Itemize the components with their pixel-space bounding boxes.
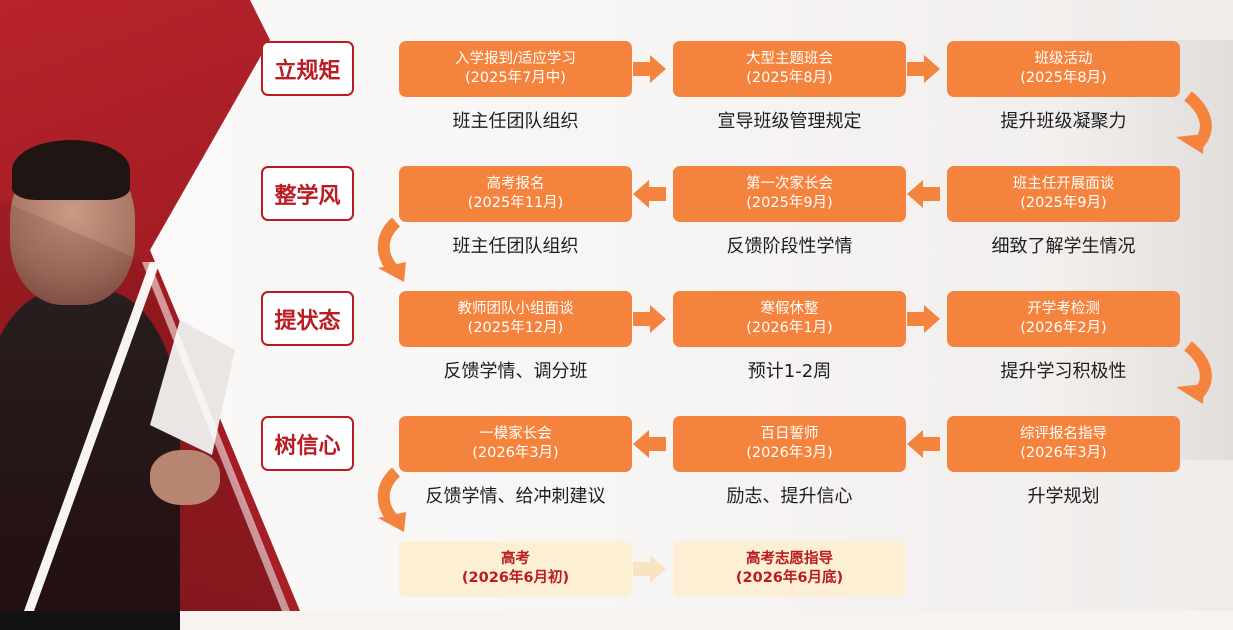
step-title: 高考志愿指导 xyxy=(746,551,833,567)
curved-arrow-down-icon xyxy=(377,467,401,525)
step-title: 入学报到/适应学习 xyxy=(455,51,576,67)
step-class-activity: 班级活动 (2025年8月) xyxy=(947,41,1180,97)
step-date: (2025年8月) xyxy=(1020,70,1107,86)
step-date: (2026年6月底) xyxy=(735,570,844,586)
step-title: 高考 xyxy=(501,551,530,567)
step-title: 班主任开展面谈 xyxy=(1012,176,1115,192)
arrow-right-icon xyxy=(907,55,940,83)
arrow-left-icon xyxy=(907,430,940,458)
step-date: (2026年3月) xyxy=(472,445,559,461)
step-opening-exam: 开学考检测 (2026年2月) xyxy=(947,291,1180,347)
step-note: 反馈学情、调分班 xyxy=(443,361,588,382)
step-teacher-interview: 班主任开展面谈 (2025年9月) xyxy=(947,166,1180,222)
step-date: (2025年12月) xyxy=(467,320,564,336)
stage-label-confidence: 树信心 xyxy=(261,416,354,471)
step-title: 教师团队小组面谈 xyxy=(457,301,574,317)
speaker-hair xyxy=(12,140,130,200)
arrow-right-icon xyxy=(907,305,940,333)
step-title: 大型主题班会 xyxy=(746,51,833,67)
step-title: 班级活动 xyxy=(1034,51,1093,67)
step-title: 一模家长会 xyxy=(479,426,552,442)
step-date: (2026年3月) xyxy=(1020,445,1107,461)
step-evaluation-guidance: 综评报名指导 (2026年3月) xyxy=(947,416,1180,472)
step-exam-registration: 高考报名 (2025年11月) xyxy=(399,166,632,222)
step-note: 提升班级凝聚力 xyxy=(1000,111,1127,132)
step-title: 第一次家长会 xyxy=(746,176,833,192)
step-note: 预计1-2周 xyxy=(747,361,832,382)
arrow-right-icon xyxy=(633,305,666,333)
step-title: 寒假休整 xyxy=(760,301,819,317)
step-note: 提升学习积极性 xyxy=(1000,361,1127,382)
step-date: (2025年8月) xyxy=(746,70,833,86)
step-date: (2025年7月中) xyxy=(465,70,566,86)
step-application-guidance: 高考志愿指导 (2026年6月底) xyxy=(673,541,906,597)
step-date: (2026年6月初) xyxy=(461,570,570,586)
step-date: (2025年9月) xyxy=(1020,195,1107,211)
step-date: (2026年1月) xyxy=(746,320,833,336)
step-enrollment: 入学报到/适应学习 (2025年7月中) xyxy=(399,41,632,97)
step-note: 升学规划 xyxy=(1027,486,1100,507)
arrow-left-icon xyxy=(633,430,666,458)
step-date: (2026年3月) xyxy=(746,445,833,461)
stage-label-state: 提状态 xyxy=(261,291,354,346)
step-note: 宣导班级管理规定 xyxy=(717,111,862,132)
step-group-interview: 教师团队小组面谈 (2025年12月) xyxy=(399,291,632,347)
step-mock-parent-meeting: 一模家长会 (2026年3月) xyxy=(399,416,632,472)
step-title: 高考报名 xyxy=(486,176,545,192)
step-note: 反馈阶段性学情 xyxy=(726,236,853,257)
stage-label-rules: 立规矩 xyxy=(261,41,354,96)
step-date: (2025年9月) xyxy=(746,195,833,211)
step-winter-break: 寒假休整 (2026年1月) xyxy=(673,291,906,347)
arrow-right-icon xyxy=(633,55,666,83)
stage-label-study-style: 整学风 xyxy=(261,166,354,221)
step-note: 班主任团队组织 xyxy=(452,236,579,257)
step-title: 开学考检测 xyxy=(1027,301,1100,317)
step-title: 百日誓师 xyxy=(760,426,819,442)
curved-arrow-down-icon xyxy=(377,217,401,275)
step-hundred-day-rally: 百日誓师 (2026年3月) xyxy=(673,416,906,472)
step-title: 综评报名指导 xyxy=(1020,426,1107,442)
arrow-left-icon xyxy=(907,180,940,208)
step-theme-meeting: 大型主题班会 (2025年8月) xyxy=(673,41,906,97)
step-note: 反馈学情、给冲刺建议 xyxy=(425,486,606,507)
step-parent-meeting: 第一次家长会 (2025年9月) xyxy=(673,166,906,222)
step-date: (2026年2月) xyxy=(1020,320,1107,336)
flow-arrows xyxy=(377,55,1212,583)
step-note: 励志、提升信心 xyxy=(726,486,853,507)
speaker-hand xyxy=(150,450,220,505)
arrow-left-icon xyxy=(633,180,666,208)
step-note: 班主任团队组织 xyxy=(452,111,579,132)
step-note: 细致了解学生情况 xyxy=(991,236,1136,257)
step-gaokao: 高考 (2026年6月初) xyxy=(399,541,632,597)
arrow-right-icon xyxy=(633,555,666,583)
speaker-body xyxy=(0,290,180,630)
step-date: (2025年11月) xyxy=(467,195,564,211)
